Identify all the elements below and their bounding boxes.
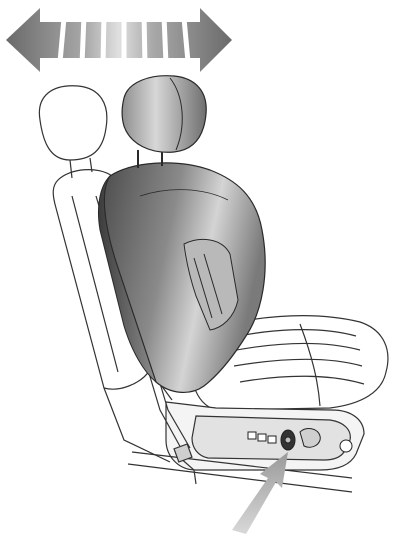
headrest-reclined — [122, 76, 206, 168]
double-arrow-recline-icon — [6, 8, 232, 72]
